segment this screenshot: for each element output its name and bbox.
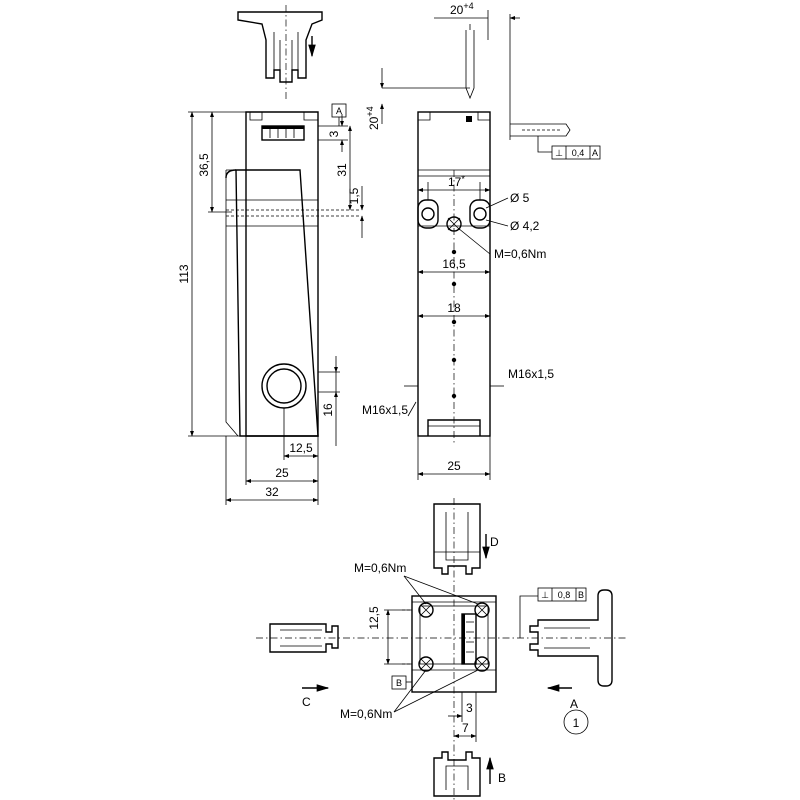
dim-7-plan: 7 bbox=[462, 721, 469, 735]
dim-16: 16 bbox=[321, 403, 335, 417]
screw-heads bbox=[418, 602, 490, 672]
dir-c: C bbox=[302, 695, 311, 709]
dir-b: B bbox=[498, 771, 506, 785]
callout-torque-plan-top: M=0,6Nm bbox=[354, 561, 406, 575]
callout-thread-right: M16x1,5 bbox=[508, 367, 554, 381]
actuator-top-left bbox=[237, 5, 323, 100]
dim-12-5-plan: 12,5 bbox=[367, 606, 381, 630]
dir-d: D bbox=[490, 535, 499, 549]
dim-3-plan: 3 bbox=[466, 701, 473, 715]
dim-32: 32 bbox=[265, 485, 279, 499]
tol-b-symbol: ⊥ bbox=[541, 590, 549, 600]
callout-thread-left: M16x1,5 bbox=[362, 403, 408, 417]
dim-25-side: 25 bbox=[275, 466, 289, 480]
tol-b-value: 0,8 bbox=[558, 590, 571, 600]
dim-18: 18 bbox=[447, 301, 461, 315]
dim-16-5: 16,5 bbox=[442, 257, 466, 271]
tol-a-ref: A bbox=[592, 148, 598, 158]
dim-36-5: 36,5 bbox=[197, 153, 211, 177]
tol-b-ref: B bbox=[578, 590, 584, 600]
callout-torque-front: M=0,6Nm bbox=[494, 247, 546, 261]
actuator-edge-detail: 20+4 20+4 ⊥ 0,4 A bbox=[365, 1, 601, 160]
dim-3-top: 3 bbox=[327, 130, 341, 137]
callout-hole-5: Ø 5 bbox=[510, 191, 530, 205]
callout-hole-4-2: Ø 4,2 bbox=[510, 219, 540, 233]
side-view: 113 36,5 3 A 31 1,5 16 12,5 25 32 bbox=[177, 103, 364, 505]
dim-12-5-side: 12,5 bbox=[289, 441, 313, 455]
tol-a-symbol: ⊥ bbox=[555, 148, 563, 158]
dim-20-top: 20+4 bbox=[450, 1, 474, 17]
datum-a-label: A bbox=[336, 106, 342, 116]
dir-a: A bbox=[570, 697, 578, 711]
dim-20-side: 20+4 bbox=[365, 106, 381, 130]
callout-torque-plan-bottom: M=0,6Nm bbox=[340, 707, 392, 721]
front-view: 17* Ø 5 Ø 4,2 M=0,6Nm 16,5 18 M16x1,5 M1… bbox=[362, 111, 554, 480]
dim-25-front: 25 bbox=[447, 459, 461, 473]
plan-view: D B C A 1 bbox=[256, 498, 628, 800]
dim-1-5: 1,5 bbox=[347, 187, 361, 204]
tol-a-value: 0,4 bbox=[572, 148, 585, 158]
dim-17: 17* bbox=[448, 174, 465, 189]
datum-b-label: B bbox=[396, 678, 402, 688]
dim-31: 31 bbox=[335, 163, 349, 177]
item-number: 1 bbox=[573, 716, 580, 730]
dim-113: 113 bbox=[177, 264, 191, 283]
